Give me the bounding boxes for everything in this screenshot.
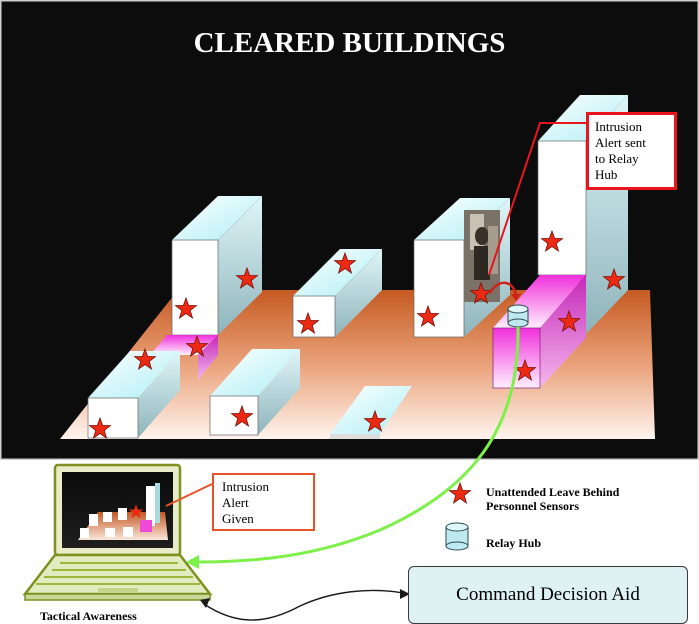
tactical-awareness-label: Tactical Awareness — [40, 609, 137, 623]
laptop-icon — [22, 463, 213, 601]
laptop-to-command-connector — [203, 589, 409, 621]
scene-title: CLEARED BUILDINGS — [194, 27, 506, 59]
relay-hub-icon — [507, 304, 529, 328]
command-decision-aid-box: Command Decision Aid — [408, 566, 688, 624]
alert-curve-arrow — [488, 281, 518, 297]
callout-leader-top — [488, 122, 586, 276]
legend-sensor-label: Unattended Leave Behind Personnel Sensor… — [486, 485, 620, 513]
command-decision-aid-label: Command Decision Aid — [456, 584, 640, 605]
cleared-buildings-scene: CLEARED BUILDINGS — [0, 0, 699, 460]
cylinder-icon — [445, 522, 469, 551]
callout-alert-given: Intrusion Alert Given — [212, 473, 315, 531]
legend-hub-label: Relay Hub — [486, 536, 542, 550]
callout-alert-sent-to-relay-hub: Intrusion Alert sent to Relay Hub — [586, 112, 677, 190]
callout-leader-bottom — [165, 483, 213, 507]
red-star-icon — [449, 482, 471, 504]
